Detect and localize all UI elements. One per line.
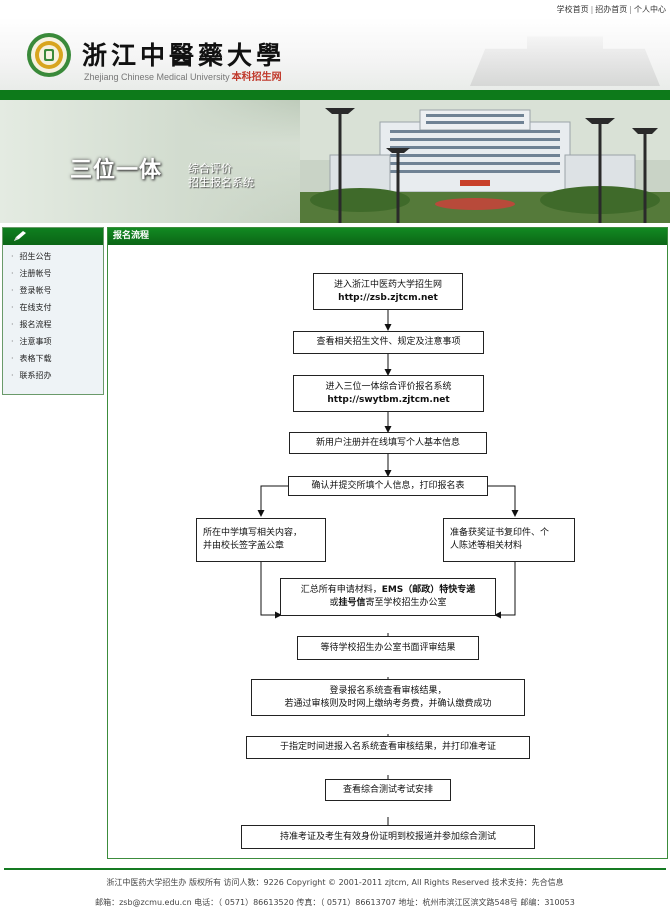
- sidebar-header: [3, 228, 103, 245]
- step-7-part-a: 汇总所有申请材料，: [300, 585, 382, 595]
- step-7-part-c: 或: [329, 598, 339, 608]
- page-title: 报名流程: [108, 228, 667, 245]
- sidebar-item-online-payment[interactable]: · 在线支付: [11, 299, 103, 316]
- step-7-line1: 汇总所有申请材料，EMS（邮政）特快专递: [301, 584, 476, 597]
- bullet: ·: [11, 337, 14, 346]
- sidebar: · 招生公告 · 注册帐号 · 登录帐号 · 在线支付 · 报名流程 · 注意事项 · 表格下…: [2, 227, 104, 395]
- step-4-text: 新用户注册并在线填写个人基本信息: [315, 437, 460, 448]
- step-1-url: http://zsb.zjtcm.net: [338, 292, 438, 303]
- step-6b-line1: 准备获奖证书复印件、个: [450, 528, 550, 538]
- step-8-box: 等待学校招生办公室书面评审结果: [297, 636, 479, 660]
- step-1-line1: 进入浙江中医药大学招生网: [333, 279, 442, 290]
- step-6a-box: 所在中学填写相关内容， 并由校长签字盖公章: [196, 518, 326, 562]
- sidebar-item-label: 报名流程: [19, 320, 52, 329]
- step-7-part-e: 寄至学校招生办公室: [365, 598, 447, 608]
- banner-subtitle: 综合评价 招生报名系统: [188, 162, 254, 190]
- separator: |: [590, 5, 594, 14]
- sidebar-menu: · 招生公告 · 注册帐号 · 登录帐号 · 在线支付 · 报名流程 · 注意事项 · 表格下…: [3, 245, 103, 394]
- step-7-line2: 或挂号信寄至学校招生办公室: [329, 597, 446, 610]
- step-12-text: 持准考证及考生有效身份证明到校报道并参加综合测试: [279, 831, 496, 842]
- sidebar-item-announcements[interactable]: · 招生公告: [11, 248, 103, 265]
- step-3-url: http://swytbm.zjtcm.net: [327, 394, 450, 405]
- step-5-text: 确认并提交所填个人信息，打印报名表: [311, 480, 465, 491]
- sidebar-item-contact[interactable]: · 联系招办: [11, 367, 103, 384]
- step-4-box: 新用户注册并在线填写个人基本信息: [289, 432, 487, 454]
- footer-copyright: 浙江中医药大学招生办 版权所有 访问人数：9226 Copyright © 20…: [106, 878, 564, 887]
- step-10-box: 于指定时间进报入名系统查看审核结果，并打印准考证: [246, 736, 530, 759]
- header-building-silhouette: [470, 36, 660, 86]
- bullet: ·: [11, 354, 14, 363]
- step-11-box: 查看综合测试考试安排: [325, 779, 451, 801]
- step-10-text: 于指定时间进报入名系统查看审核结果，并打印准考证: [279, 742, 496, 752]
- step-3-line1: 进入三位一体综合评价报名系统: [325, 381, 452, 392]
- main-panel: 报名流程 进入浙江中医药大学招生网 http://zs: [107, 227, 668, 859]
- step-12-box: 持准考证及考生有效身份证明到校报道并参加综合测试: [241, 825, 535, 849]
- sidebar-item-label: 招生公告: [19, 252, 52, 261]
- sidebar-item-process[interactable]: · 报名流程: [11, 316, 103, 333]
- sidebar-item-label: 注册帐号: [19, 269, 52, 278]
- bullet: ·: [11, 320, 14, 329]
- header-logo-band: 浙江中醫藥大學 Zhejiang Chinese Medical Univers…: [0, 18, 670, 90]
- step-5-box: 确认并提交所填个人信息，打印报名表: [288, 476, 488, 496]
- banner-subtitle-line2: 招生报名系统: [188, 176, 254, 189]
- step-7-registered-mail: 挂号信: [338, 598, 366, 608]
- step-11-text: 查看综合测试考试安排: [342, 784, 433, 795]
- banner: 三位一体 综合评价 招生报名系统: [0, 90, 670, 223]
- step-1-box: 进入浙江中医药大学招生网 http://zsb.zjtcm.net: [313, 273, 463, 310]
- step-6a-line1: 所在中学填写相关内容，: [203, 528, 303, 538]
- sidebar-item-label: 注意事项: [19, 337, 52, 346]
- sidebar-item-label: 登录帐号: [19, 286, 52, 295]
- step-9-line1: 登录报名系统查看审核结果，: [329, 685, 447, 696]
- step-8-text: 等待学校招生办公室书面评审结果: [320, 642, 456, 653]
- step-7-ems: EMS（邮政）特快专递: [381, 585, 476, 595]
- step-6a-line2: 并由校长签字盖公章: [203, 541, 285, 551]
- bullet: ·: [11, 286, 14, 295]
- step-9-line2: 若通过审核则及时网上缴纳考务费，并确认缴费成功: [284, 698, 492, 709]
- sidebar-item-downloads[interactable]: · 表格下载: [11, 350, 103, 367]
- step-2-text: 查看相关招生文件、规定及注意事项: [316, 337, 461, 347]
- link-school-home[interactable]: 学校首页: [556, 5, 589, 14]
- bullet: ·: [11, 303, 14, 312]
- sidebar-item-register[interactable]: · 注册帐号: [11, 265, 103, 282]
- step-2-box: 查看相关招生文件、规定及注意事项: [293, 331, 484, 354]
- sidebar-item-label: 在线支付: [19, 303, 52, 312]
- banner-headline: 三位一体: [70, 158, 163, 183]
- campus-building-photo: [300, 100, 670, 223]
- step-6b-box: 准备获奖证书复印件、个 人陈述等相关材料: [443, 518, 575, 562]
- university-name-en-text: Zhejiang Chinese Medical University: [84, 72, 230, 82]
- step-3-box: 进入三位一体综合评价报名系统 http://swytbm.zjtcm.net: [293, 375, 484, 412]
- footer-divider: [4, 868, 666, 870]
- separator: |: [629, 5, 632, 14]
- university-seal-logo: [27, 33, 71, 77]
- footer-contact: 邮箱：zsb@zcmu.edu.cn 电话：（ 0571）86613520 传真…: [95, 898, 575, 907]
- bullet: ·: [11, 252, 14, 261]
- banner-subtitle-line1: 综合评价: [188, 162, 232, 175]
- sidebar-item-login[interactable]: · 登录帐号: [11, 282, 103, 299]
- step-6b-line2: 人陈述等相关材料: [450, 541, 523, 551]
- banner-haze: [0, 100, 330, 223]
- step-9-box: 登录报名系统查看审核结果， 若通过审核则及时网上缴纳考务费，并确认缴费成功: [251, 679, 525, 716]
- site-subtitle: 本科招生网: [231, 72, 282, 83]
- bullet: ·: [11, 269, 14, 278]
- sidebar-item-notes[interactable]: · 注意事项: [11, 333, 103, 350]
- link-admissions-home[interactable]: 招办首页: [595, 5, 628, 14]
- sidebar-item-label: 联系招办: [19, 371, 52, 380]
- top-links: 学校首页|招办首页|个人中心: [557, 4, 666, 15]
- link-personal-center[interactable]: 个人中心: [634, 5, 666, 14]
- sidebar-item-label: 表格下载: [19, 354, 52, 363]
- pen-icon: [14, 231, 26, 241]
- university-name-cn: 浙江中醫藥大學: [82, 41, 286, 70]
- banner-top-strip: [0, 90, 670, 100]
- step-7-box: 汇总所有申请材料，EMS（邮政）特快专递 或挂号信寄至学校招生办公室: [280, 578, 496, 616]
- bullet: ·: [11, 371, 14, 380]
